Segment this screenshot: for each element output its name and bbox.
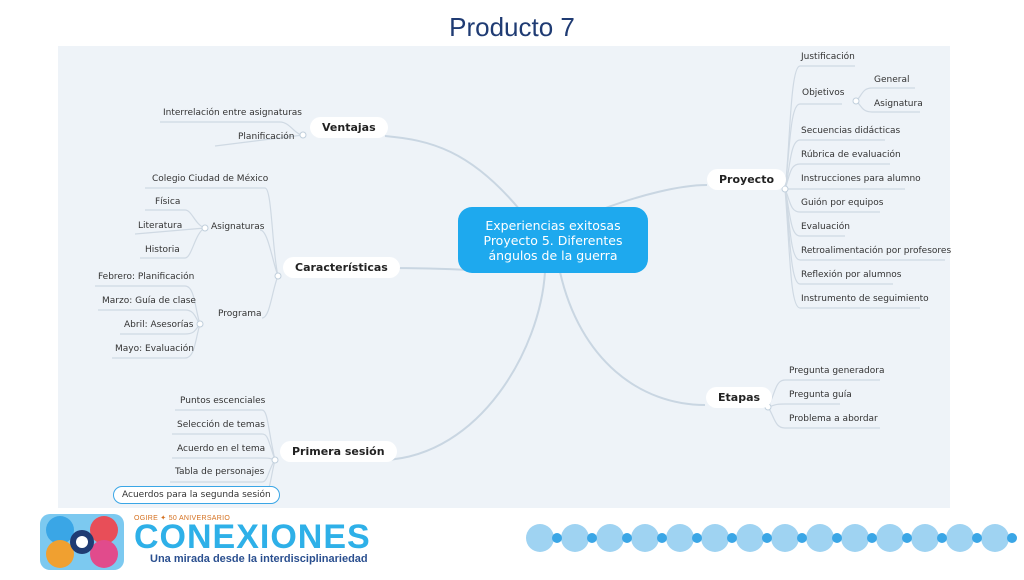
asignatura-item[interactable]: Literatura: [138, 221, 183, 231]
primera-sesion-item-selected[interactable]: Acuerdos para la segunda sesión: [113, 486, 280, 504]
branch-etapas[interactable]: Etapas: [706, 387, 773, 408]
programa-item[interactable]: Febrero: Planificación: [98, 272, 195, 282]
primera-sesion-item[interactable]: Acuerdo en el tema: [177, 444, 266, 454]
asignatura-item[interactable]: Física: [155, 197, 181, 207]
programa-item[interactable]: Abril: Asesorías: [124, 320, 194, 330]
proyecto-item[interactable]: Reflexión por alumnos: [801, 270, 902, 280]
branch-ventajas[interactable]: Ventajas: [310, 117, 388, 138]
proyecto-item[interactable]: Instrumento de seguimiento: [801, 294, 929, 304]
etapas-item[interactable]: Pregunta guía: [789, 390, 852, 400]
mind-map-canvas: [58, 46, 950, 508]
asignaturas-node[interactable]: Asignaturas: [211, 222, 265, 232]
primera-sesion-item[interactable]: Selección de temas: [177, 420, 265, 430]
central-topic-line-3: ángulos de la guerra: [488, 247, 618, 263]
slide-title: Producto 7: [449, 12, 575, 42]
central-topic-line-2: Proyecto 5. Diferentes: [483, 232, 623, 248]
branch-proyecto[interactable]: Proyecto: [707, 169, 787, 190]
pattern-strip-icon: [526, 524, 1009, 552]
asignatura-item[interactable]: Historia: [145, 245, 180, 255]
footer-anniversary-tag: OGIRE ✦ 50 ANIVERSARIO: [134, 515, 231, 522]
caracteristicas-item[interactable]: Colegio Ciudad de México: [152, 174, 269, 184]
primera-sesion-item[interactable]: Puntos escenciales: [180, 396, 266, 406]
proyecto-item[interactable]: Retroalimentación por profesores: [801, 246, 952, 256]
central-topic[interactable]: Experiencias exitosas Proyecto 5. Difere…: [458, 207, 648, 273]
ventajas-item[interactable]: Planificación: [238, 132, 295, 142]
etapas-item[interactable]: Problema a abordar: [789, 414, 878, 424]
proyecto-item[interactable]: Rúbrica de evaluación: [801, 150, 901, 160]
programa-node[interactable]: Programa: [218, 309, 262, 319]
conexiones-logo-icon: [40, 514, 124, 570]
footer-decoration: [40, 514, 1017, 570]
ventajas-item[interactable]: Interrelación entre asignaturas: [163, 108, 302, 118]
objetivos-node[interactable]: Objetivos: [802, 88, 845, 98]
programa-item[interactable]: Marzo: Guía de clase: [102, 296, 196, 306]
proyecto-item[interactable]: Instrucciones para alumno: [801, 174, 921, 184]
footer-brand: CONEXIONES: [134, 518, 371, 556]
footer-subtitle: Una mirada desde la interdisciplinarieda…: [150, 553, 368, 565]
objetivos-item[interactable]: Asignatura: [874, 99, 923, 109]
proyecto-item[interactable]: Guión por equipos: [801, 198, 884, 208]
central-topic-line-1: Experiencias exitosas: [485, 217, 621, 233]
proyecto-item[interactable]: Secuencias didácticas: [801, 126, 901, 136]
footer-banner: [0, 508, 1024, 576]
primera-sesion-item[interactable]: Tabla de personajes: [175, 467, 265, 477]
etapas-item[interactable]: Pregunta generadora: [789, 366, 885, 376]
proyecto-item[interactable]: Justificación: [801, 52, 855, 62]
branch-primera-sesion[interactable]: Primera sesión: [280, 441, 397, 462]
objetivos-item[interactable]: General: [874, 75, 910, 85]
proyecto-item[interactable]: Evaluación: [801, 222, 850, 232]
branch-caracteristicas[interactable]: Características: [283, 257, 400, 278]
programa-item[interactable]: Mayo: Evaluación: [115, 344, 194, 354]
